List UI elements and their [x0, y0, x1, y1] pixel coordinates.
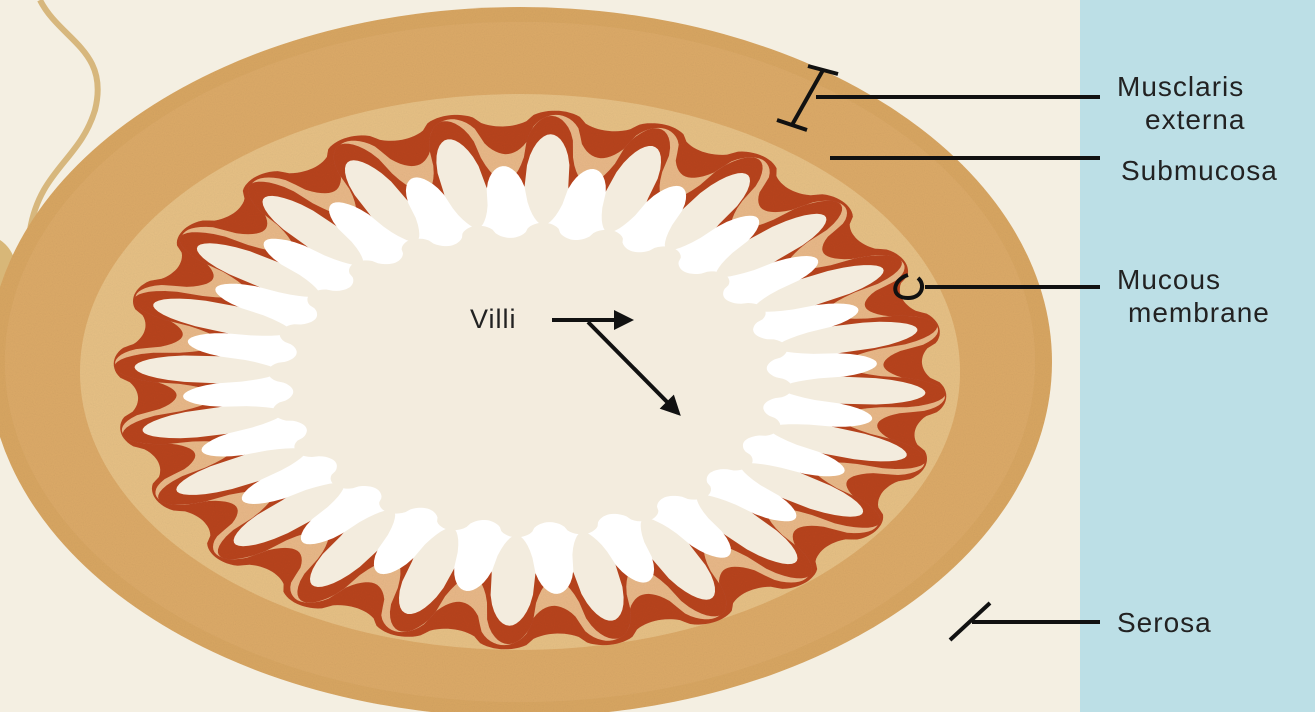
mucous-membrane-label: Mucous membrane [1117, 263, 1270, 329]
submucosa-label: Submucosa [1121, 154, 1278, 187]
mucous-label-line1: Mucous [1117, 263, 1270, 296]
serosa-label: Serosa [1117, 606, 1212, 639]
muscularis-externa-label: Musclaris externa [1117, 70, 1245, 136]
muscularis-label-line2: externa [1117, 103, 1245, 136]
mucous-label-line2: membrane [1117, 296, 1270, 329]
villi-label: Villi [470, 303, 517, 336]
muscularis-label-line1: Musclaris [1117, 70, 1245, 103]
